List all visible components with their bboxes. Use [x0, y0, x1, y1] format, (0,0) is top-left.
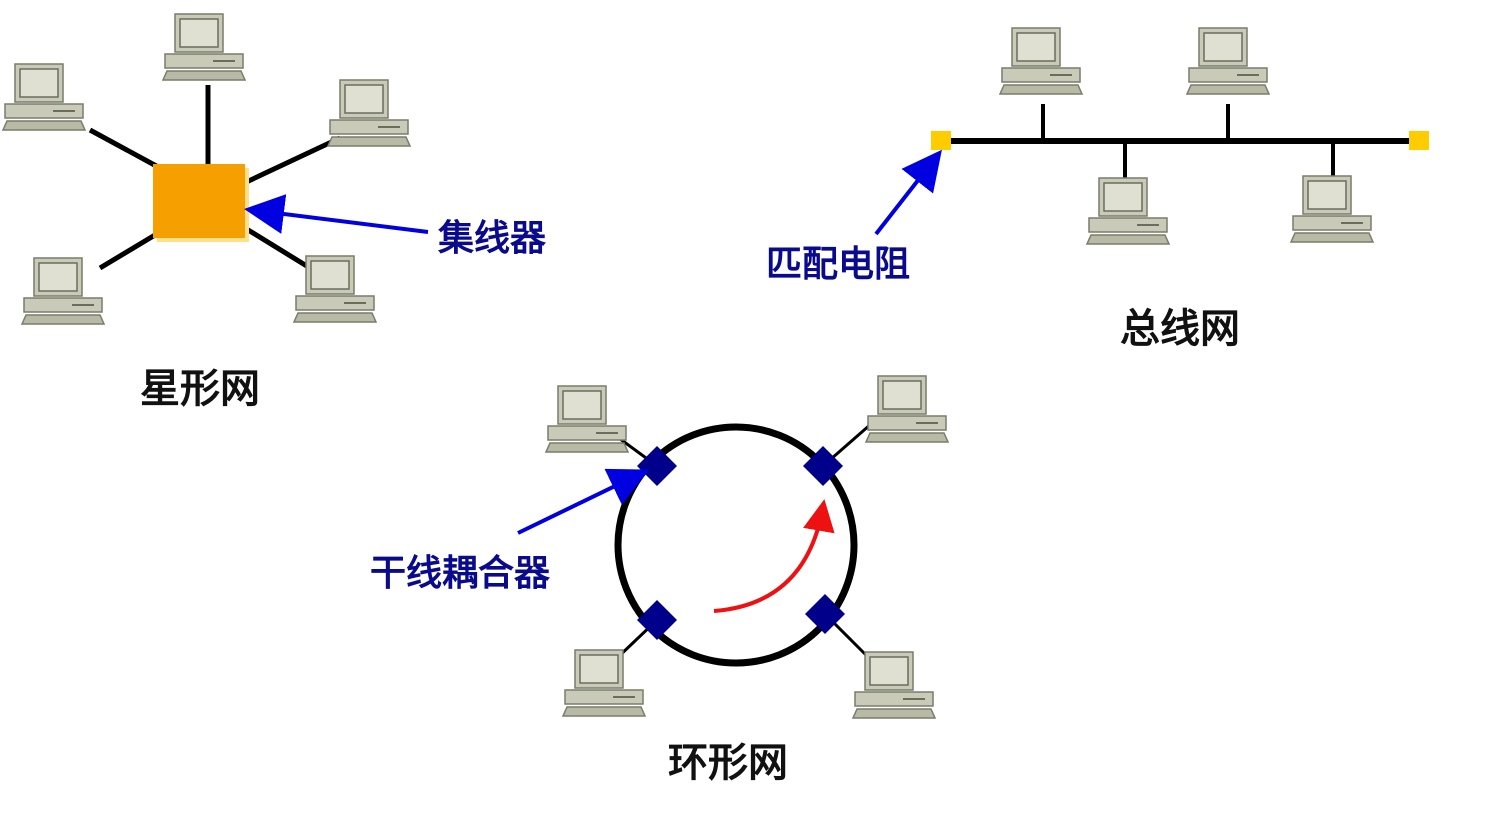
bus-computer-1-icon	[999, 27, 1083, 95]
bus-network: 匹配电阻 总线网	[766, 27, 1429, 352]
star-links	[88, 85, 342, 271]
coupler-bottom-left-icon	[637, 600, 677, 640]
ring-computer-bottom-left-icon	[562, 649, 646, 717]
ring-direction-arrow	[713, 499, 835, 613]
coupler-top-left-icon	[637, 446, 677, 486]
ring-line	[614, 423, 858, 667]
trunk-couplers	[637, 446, 845, 640]
ring-network: 干线耦合器 环形网	[370, 375, 949, 786]
bus-computer-3-icon	[1086, 177, 1170, 245]
terminator-pointer-arrow	[874, 149, 942, 236]
ring-computer-top-left-icon	[545, 385, 629, 453]
star-computer-top-icon	[162, 13, 246, 81]
star-network: 集线器 星形网	[2, 13, 547, 412]
terminator-right-icon	[1409, 131, 1429, 150]
coupler-pointer-arrow	[517, 468, 650, 535]
coupler-top-right-icon	[803, 446, 843, 486]
bus-network-title: 总线网	[1120, 306, 1240, 352]
coupler-bottom-right-icon	[805, 594, 845, 634]
hub-pointer-arrow	[244, 194, 429, 234]
bus-computer-4-icon	[1290, 175, 1374, 243]
star-computer-top-left-icon	[2, 63, 86, 131]
terminator-label: 匹配电阻	[766, 244, 910, 285]
hub-icon	[153, 164, 249, 242]
ring-computer-bottom-right-icon	[852, 651, 936, 719]
hub-label: 集线器	[437, 218, 547, 259]
star-network-title: 星形网	[140, 366, 260, 412]
star-computer-top-right-icon	[327, 79, 411, 147]
star-computer-bottom-right-icon	[293, 255, 377, 323]
terminator-left-icon	[931, 131, 951, 150]
bus-computer-2-icon	[1186, 27, 1270, 95]
bus-drops	[1041, 104, 1335, 178]
trunk-coupler-label: 干线耦合器	[370, 553, 551, 594]
star-computer-bottom-left-icon	[21, 257, 105, 325]
ring-computer-top-right-icon	[865, 375, 949, 443]
ring-network-title: 环形网	[668, 740, 788, 786]
